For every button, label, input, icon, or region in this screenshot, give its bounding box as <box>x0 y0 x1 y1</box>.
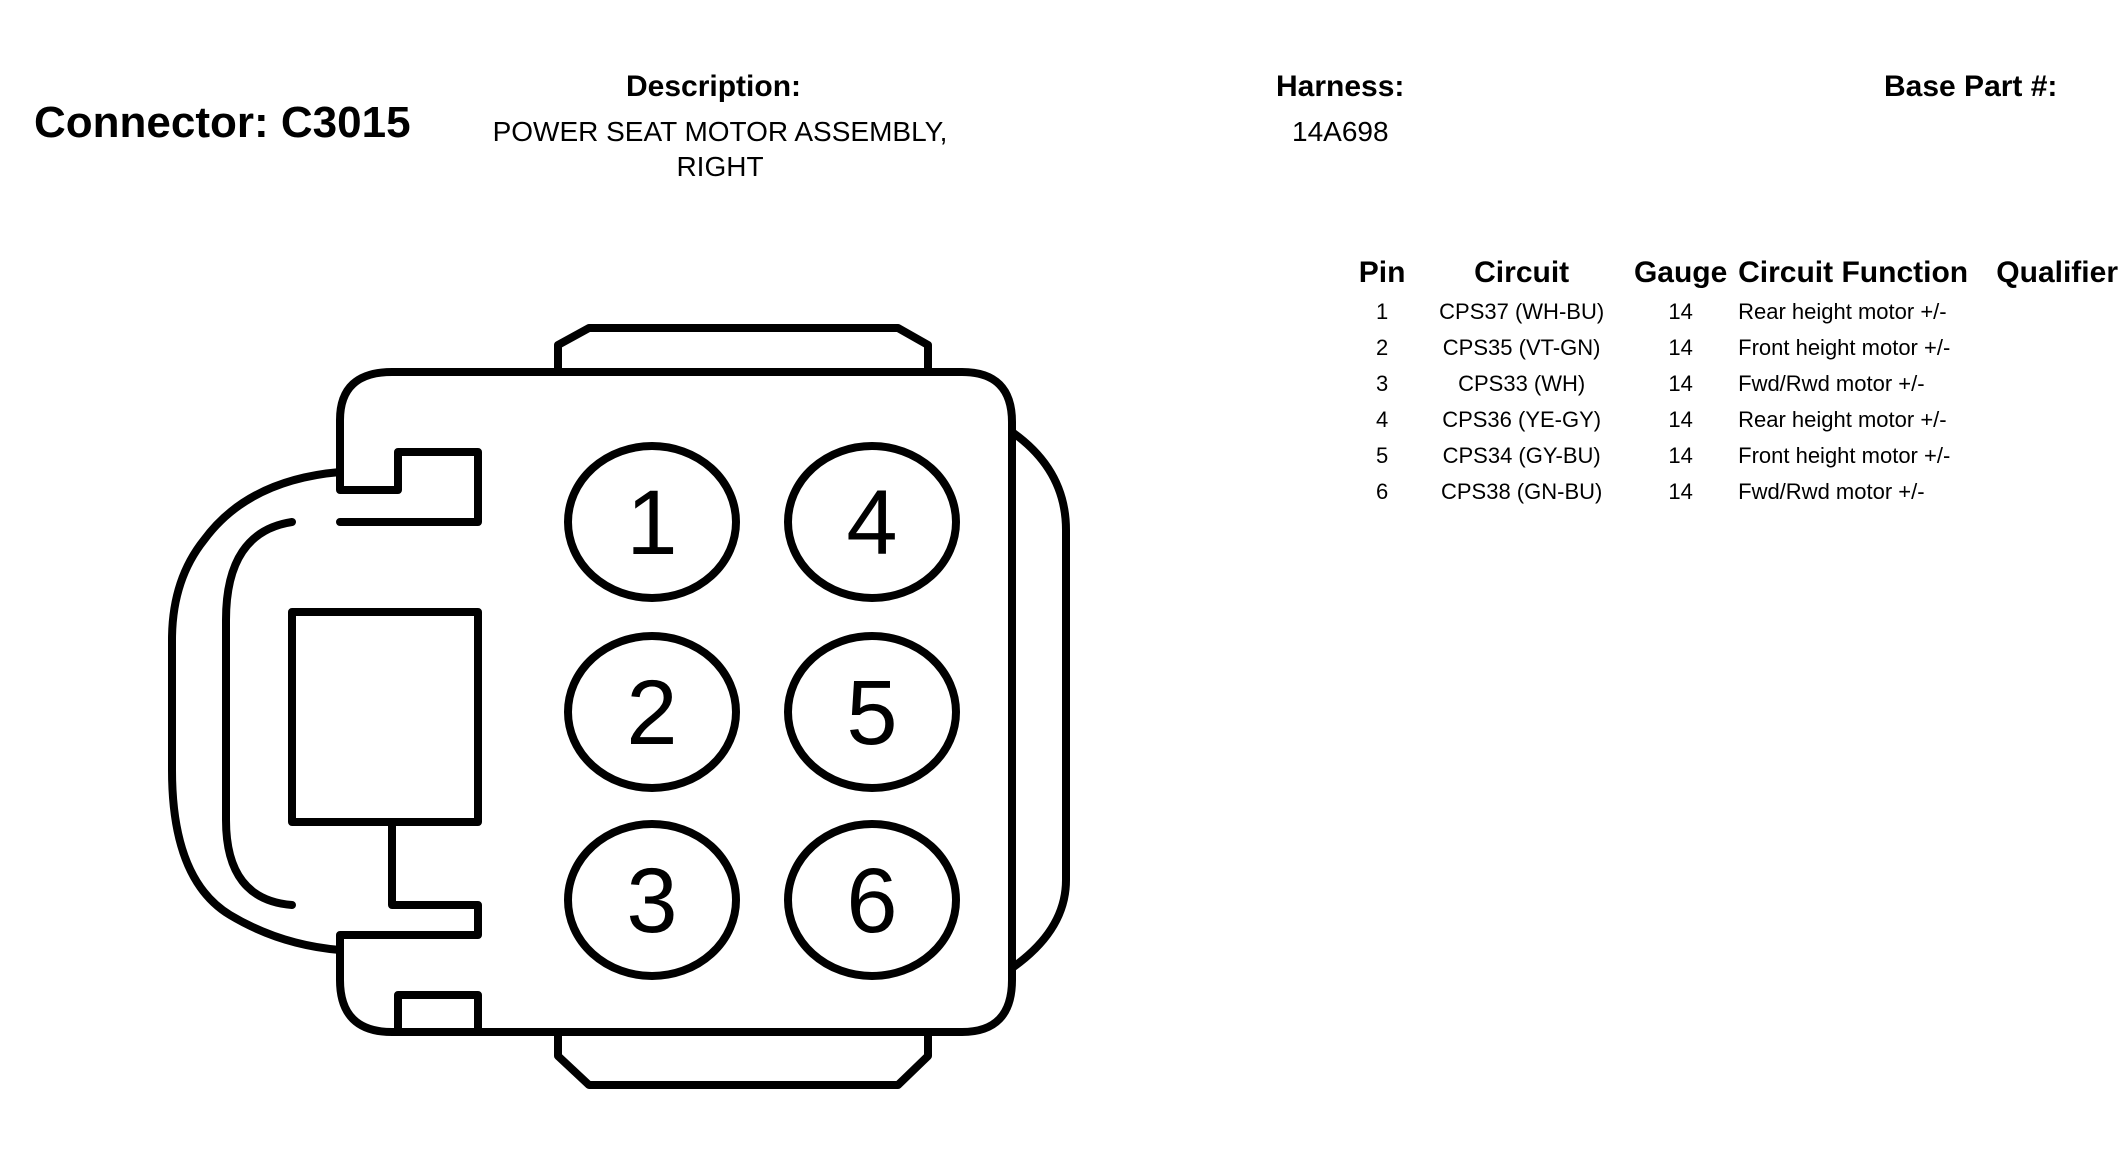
description-label: Description: <box>626 70 802 103</box>
function-cell: Front height motor +/- <box>1738 443 1951 468</box>
pin-cavity-2 <box>564 632 740 792</box>
connector-face-diagram: 1 4 2 5 3 6 <box>168 324 1070 1089</box>
table-row: 6 CPS38 (GN-BU) 14 Fwd/Rwd motor +/- <box>1350 474 2118 510</box>
circuit-column-header: Circuit <box>1474 256 1570 289</box>
base-part-label: Base Part #: <box>1884 70 2058 103</box>
circuit-cell: CPS33 (WH) <box>1458 371 1586 396</box>
top-lock-tab <box>554 324 932 372</box>
pin-cell: 5 <box>1375 443 1389 468</box>
pin-cell: 3 <box>1375 371 1389 396</box>
qualifier-cell <box>1986 294 2118 330</box>
qualifier-cell <box>1986 366 2118 402</box>
circuit-cell: CPS35 (VT-GN) <box>1442 335 1601 360</box>
pinout-table: Pin Circuit Gauge Circuit Function Quali… <box>1350 256 2118 510</box>
pinout-header-row: Pin Circuit Gauge Circuit Function Quali… <box>1350 256 2118 294</box>
gauge-cell: 14 <box>1668 299 1693 324</box>
circuit-cell: CPS36 (YE-GY) <box>1442 407 1602 432</box>
harness-label: Harness: <box>1276 70 1405 103</box>
table-row: 4 CPS36 (YE-GY) 14 Rear height motor +/- <box>1350 402 2118 438</box>
pin-cell: 1 <box>1375 299 1389 324</box>
pin-number-5: 5 <box>846 662 897 764</box>
function-column-header: Circuit Function <box>1738 256 1969 289</box>
qualifier-column-header: Qualifier <box>1996 256 2118 289</box>
qualifier-cell <box>1986 474 2118 510</box>
pin-column-header: Pin <box>1358 256 1406 289</box>
pin-cavity-6 <box>784 820 960 980</box>
table-row: 5 CPS34 (GY-BU) 14 Front height motor +/… <box>1350 438 2118 474</box>
pin-cavity-1 <box>564 442 740 602</box>
function-cell: Fwd/Rwd motor +/- <box>1738 479 1925 504</box>
circuit-cell: CPS37 (WH-BU) <box>1439 299 1605 324</box>
function-cell: Fwd/Rwd motor +/- <box>1738 371 1925 396</box>
gauge-cell: 14 <box>1668 443 1693 468</box>
gauge-cell: 14 <box>1668 335 1693 360</box>
qualifier-cell <box>1986 402 2118 438</box>
pin-cavities: 1 4 2 5 3 6 <box>564 442 960 980</box>
gauge-column-header: Gauge <box>1633 256 1728 289</box>
connector-housing <box>288 368 1016 1036</box>
latch-arm-inner <box>222 518 296 909</box>
connector-title: Connector: C3015 <box>34 98 411 147</box>
gauge-cell: 14 <box>1668 407 1693 432</box>
harness-value: 14A698 <box>1292 116 1389 147</box>
pin-cell: 2 <box>1375 335 1389 360</box>
latch-arm-outer <box>168 468 344 954</box>
gauge-cell: 14 <box>1668 479 1693 504</box>
description-value: POWER SEAT MOTOR ASSEMBLY, RIGHT <box>492 116 948 182</box>
table-row: 1 CPS37 (WH-BU) 14 Rear height motor +/- <box>1350 294 2118 330</box>
gauge-cell: 14 <box>1668 371 1693 396</box>
function-cell: Rear height motor +/- <box>1738 407 1947 432</box>
pin-cell: 4 <box>1375 407 1389 432</box>
pin-number-1: 1 <box>626 472 677 574</box>
pin-number-6: 6 <box>846 850 897 952</box>
function-cell: Rear height motor +/- <box>1738 299 1947 324</box>
pin-number-4: 4 <box>846 472 897 574</box>
circuit-cell: CPS34 (GY-BU) <box>1442 443 1601 468</box>
table-row: 2 CPS35 (VT-GN) 14 Front height motor +/… <box>1350 330 2118 366</box>
right-side-rail <box>1008 428 1070 972</box>
circuit-cell: CPS38 (GN-BU) <box>1440 479 1603 504</box>
function-cell: Front height motor +/- <box>1738 335 1951 360</box>
pin-cavity-3 <box>564 820 740 980</box>
qualifier-cell <box>1986 330 2118 366</box>
pin-cell: 6 <box>1375 479 1389 504</box>
pin-number-2: 2 <box>626 662 677 764</box>
table-row: 3 CPS33 (WH) 14 Fwd/Rwd motor +/- <box>1350 366 2118 402</box>
pin-cavity-4 <box>784 442 960 602</box>
qualifier-cell <box>1986 438 2118 474</box>
bottom-key-block <box>394 991 482 1036</box>
pin-number-3: 3 <box>626 850 677 952</box>
bottom-lock-tab <box>554 1028 932 1089</box>
pin-cavity-5 <box>784 632 960 792</box>
